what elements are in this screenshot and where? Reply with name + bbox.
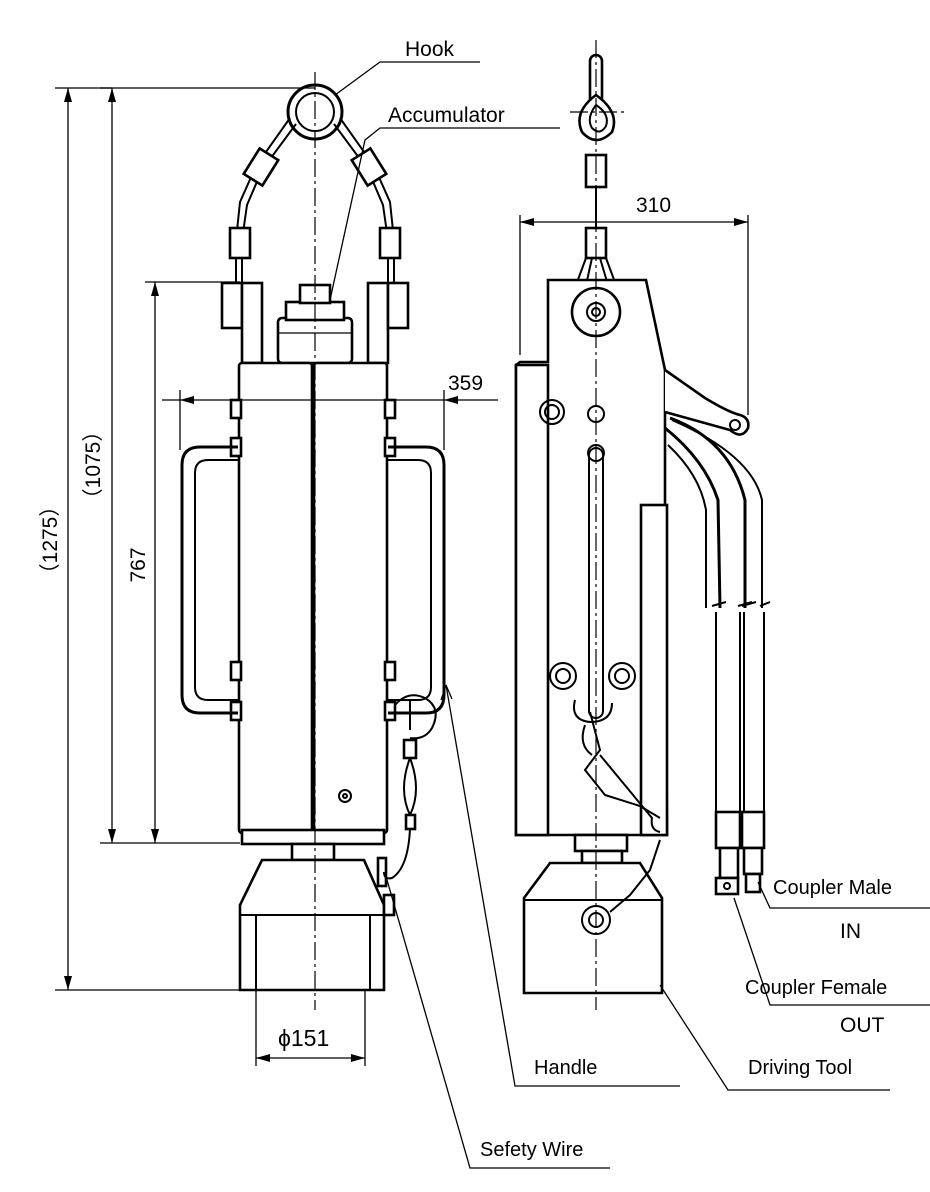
hydraulic-hoses <box>664 416 771 896</box>
label-in: IN <box>840 920 861 943</box>
dimension-side-width: 310 <box>636 194 671 217</box>
safety-wire-hook <box>383 694 437 880</box>
dimension-height-to-hook: （1075） <box>82 421 105 510</box>
side-top-hook <box>570 53 625 286</box>
wire-sling <box>228 117 402 285</box>
dimension-body-height: 767 <box>127 547 150 582</box>
handle-right <box>388 445 446 715</box>
label-safety-wire: Sefety Wire <box>480 1139 583 1161</box>
label-out: OUT <box>840 1014 885 1037</box>
dimension-handle-width: 359 <box>448 372 483 395</box>
label-accumulator: Accumulator <box>388 104 505 127</box>
dimension-diameter: ϕ151 <box>278 1025 329 1051</box>
label-handle: Handle <box>534 1057 597 1079</box>
handle-left <box>180 445 238 715</box>
dimension-overall-height: （1275） <box>39 496 62 585</box>
leader-lines <box>329 61 930 1169</box>
side-view <box>514 40 771 1010</box>
label-coupler-female: Coupler Female <box>745 977 887 999</box>
label-coupler-male: Coupler Male <box>773 877 892 899</box>
label-hook: Hook <box>405 38 455 61</box>
dimension-lines <box>55 87 749 1066</box>
front-view <box>180 72 446 1010</box>
label-driving-tool: Driving Tool <box>748 1057 852 1079</box>
accumulator <box>276 283 354 365</box>
